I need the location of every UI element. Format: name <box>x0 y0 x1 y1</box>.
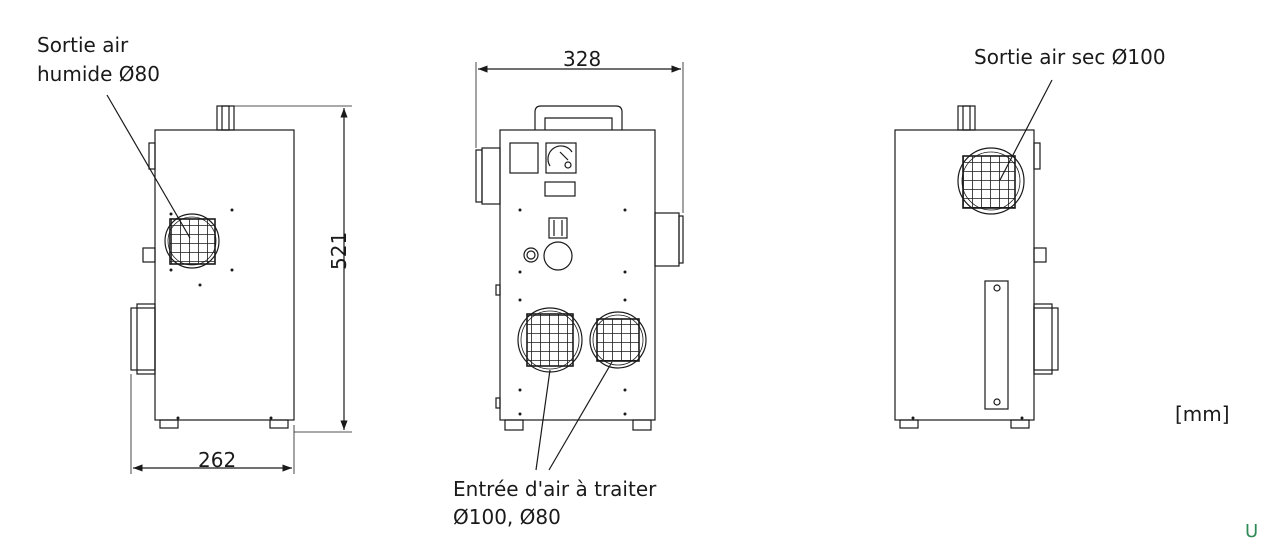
label-unit: [mm] <box>1175 402 1230 426</box>
dimension-depth: 262 <box>198 448 237 472</box>
label-inlet-line2: Ø100, Ø80 <box>453 505 561 529</box>
label-inlet-line1: Entrée d'air à traiter <box>453 477 657 501</box>
corner-mark: U <box>1245 521 1259 542</box>
side-view-right <box>894 105 1059 429</box>
label-outlet-humid-line2: humide Ø80 <box>37 62 160 86</box>
label-outlet-dry: Sortie air sec Ø100 <box>974 45 1166 69</box>
dimension-height: 521 <box>327 231 351 270</box>
side-view-left <box>130 105 295 429</box>
dimension-width: 328 <box>563 47 602 71</box>
label-outlet-humid-line1: Sortie air <box>37 33 129 57</box>
dimension-lines <box>130 62 684 474</box>
front-view <box>475 105 684 431</box>
leader-lines <box>106 79 1053 471</box>
